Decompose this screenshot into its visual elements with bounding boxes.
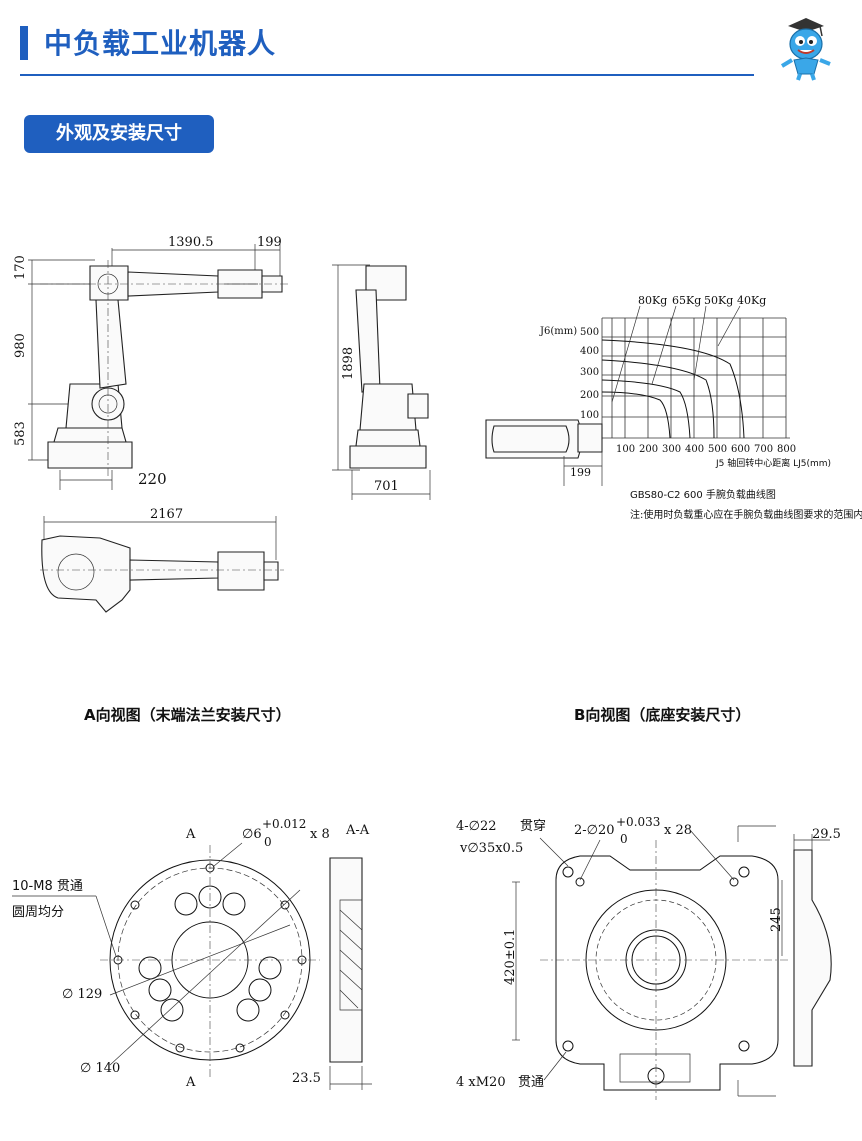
- base-pin-tol-upper: +0.033: [616, 815, 660, 829]
- chart-x-axis-label: J5 轴回转中心距离 LJ5(mm): [715, 457, 831, 469]
- dim-height: 1898: [341, 347, 356, 380]
- base-pin-depth: x 28: [664, 823, 692, 838]
- chart-x-tick-500: 500: [708, 444, 727, 455]
- holes-note-through: 贯穿: [520, 818, 546, 834]
- section-tab: 外观及安装尺寸: [24, 115, 214, 153]
- dim-flange: 199: [257, 235, 282, 250]
- curve-label-40kg: 40Kg: [737, 294, 766, 307]
- dim-base: 220: [138, 470, 167, 488]
- dim-depth: 701: [374, 479, 399, 494]
- dim-420: 420±0.1: [503, 929, 518, 985]
- dim-h1: 170: [13, 255, 28, 280]
- view-b-title: B向视图（底座安装尺寸）: [574, 706, 750, 724]
- chart-grid: [601, 317, 790, 439]
- page-title: 中负载工业机器人: [44, 27, 277, 60]
- chart-y-axis-label: J6(mm): [539, 326, 577, 337]
- thread-note-line1: 10-M8 贯通: [12, 879, 83, 894]
- base-pin-tol-lower: 0: [620, 832, 628, 846]
- view-a-title: A向视图（末端法兰安装尺寸）: [84, 706, 291, 724]
- flange-view-a: A A ∅6 +0.012 0 x 8 10-M8 贯通 圆周均分 ∅ 129 …: [12, 817, 372, 1090]
- curve-label-65kg: 65Kg: [672, 294, 701, 307]
- robot-rear-view: 1898 701: [332, 264, 431, 500]
- chart-dim-199: 199: [570, 466, 591, 479]
- robot-side-view: 1390.5 199 170 980 583 220: [13, 235, 290, 490]
- curve-40kg: [601, 339, 745, 439]
- chart-x-tick-200: 200: [639, 444, 658, 455]
- dim-length: 2167: [150, 507, 183, 522]
- chart-y-tick-100: 100: [580, 410, 599, 421]
- title-underline: [20, 74, 754, 76]
- chart-y-tick-400: 400: [580, 346, 599, 357]
- dim-reach: 1390.5: [168, 235, 214, 250]
- curve-label-80kg: 80Kg: [638, 294, 667, 307]
- curve-65kg: [601, 379, 691, 439]
- wrist-load-chart: J6(mm) 500 400 300 200 100 100 200 300: [485, 294, 862, 521]
- curve-50kg: [601, 359, 715, 439]
- chart-x-tick-300: 300: [662, 444, 681, 455]
- chart-caption: GBS80-C2 600 手腕负载曲线图: [630, 488, 776, 501]
- holes-note-line2: v∅35x0.5: [459, 841, 523, 856]
- label-a-bottom: A: [185, 1075, 196, 1090]
- robot-top-view: 2167: [40, 507, 284, 613]
- curve-label-50kg: 50Kg: [704, 294, 733, 307]
- base-view-b: 420±0.1 4-∅22 贯穿 v∅35x0.5 2-∅20 +0.033 0…: [456, 815, 841, 1100]
- pin-count: x 8: [310, 827, 330, 842]
- label-a-top: A: [185, 827, 196, 842]
- chart-x-tick-700: 700: [754, 444, 773, 455]
- chart-y-tick-300: 300: [580, 367, 599, 378]
- chart-x-tick-800: 800: [777, 444, 796, 455]
- chart-y-tick-200: 200: [580, 390, 599, 401]
- bolt-note-through: 贯通: [518, 1075, 544, 1090]
- dim-23-5: 23.5: [292, 1071, 321, 1086]
- pin-tol-lower: 0: [264, 835, 272, 849]
- dim-h3: 583: [13, 421, 28, 446]
- base-pin-note: 2-∅20: [574, 823, 615, 838]
- dim-29-5: 29.5: [812, 827, 841, 842]
- dia-129: ∅ 129: [62, 987, 102, 1002]
- chart-x-tick-100: 100: [616, 444, 635, 455]
- dia-140: ∅ 140: [80, 1061, 120, 1076]
- title-accent-bar: [20, 26, 28, 60]
- dim-h2: 980: [13, 333, 28, 358]
- chart-y-tick-500: 500: [580, 327, 599, 338]
- thread-note-line2: 圆周均分: [12, 905, 64, 920]
- chart-note: 注:使用时负载重心应在手腕负载曲线图要求的范围内: [630, 508, 862, 521]
- label-aa: A-A: [345, 823, 370, 838]
- pin-tol-upper: +0.012: [262, 817, 306, 831]
- chart-x-tick-600: 600: [731, 444, 750, 455]
- mascot-logo-icon: [780, 18, 831, 81]
- curve-80kg: [601, 391, 671, 439]
- dim-245: 245: [769, 907, 784, 932]
- bolt-note: 4 xM20: [456, 1075, 506, 1090]
- holes-note-line1: 4-∅22: [456, 819, 497, 834]
- pin-note: ∅6: [242, 827, 262, 842]
- chart-x-tick-400: 400: [685, 444, 704, 455]
